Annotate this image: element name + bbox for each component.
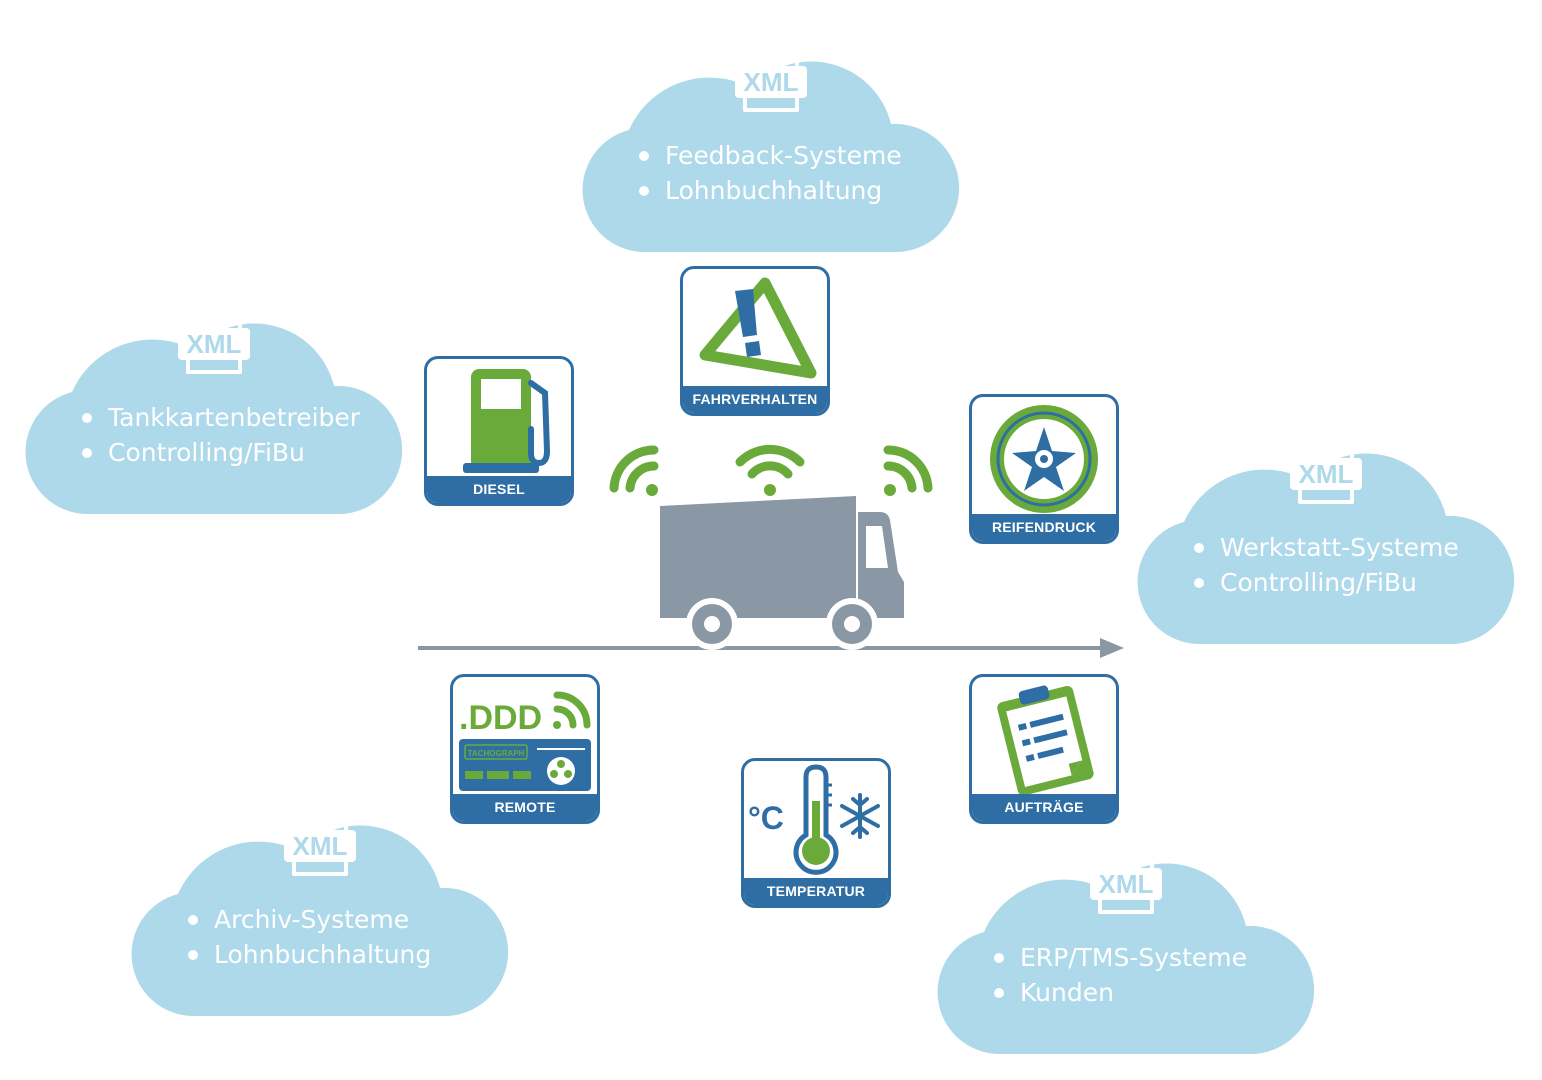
tile-label: TEMPERATUR (744, 878, 888, 905)
cloud-right: XML Werkstatt-Systeme Controlling/FiBu (1136, 418, 1516, 648)
warning-triangle-icon (699, 277, 817, 379)
wifi-signal-icon (609, 445, 659, 496)
xml-file-label: XML (744, 67, 799, 97)
fuel-pump-icon (463, 369, 551, 473)
tile-label: AUFTRÄGE (972, 794, 1116, 821)
xml-file-label: XML (187, 329, 242, 359)
cloud-left: XML Tankkartenbetreiber Controlling/FiBu (24, 288, 404, 518)
tile-temperatur: °C TEMPERATUR (741, 758, 891, 908)
cloud-shape (131, 825, 509, 1016)
cloud-shape (937, 863, 1315, 1054)
cloud-list-item: Lohnbuchhaltung (188, 937, 431, 972)
cloud-list-item: Controlling/FiBu (1194, 565, 1459, 600)
cloud-shape (25, 323, 403, 514)
cloud-top: XML Feedback-Systeme Lohnbuchhaltung (581, 26, 961, 256)
cloud-system-list: Archiv-Systeme Lohnbuchhaltung (188, 902, 431, 972)
cloud-list-item: Controlling/FiBu (82, 435, 360, 470)
tile-fahrverhalten: FAHRVERHALTEN (680, 266, 830, 416)
xml-file-icon: XML (284, 796, 356, 876)
cloud-list-item: ERP/TMS-Systeme (994, 940, 1247, 975)
xml-file-icon: XML (178, 294, 250, 374)
cloud-list-item: Feedback-Systeme (639, 138, 902, 173)
thermometer-icon: °C (748, 764, 880, 875)
wifi-signal-icon (553, 691, 591, 729)
xml-file-icon: XML (1290, 424, 1362, 504)
celsius-unit-text: °C (748, 800, 784, 836)
cloud-system-list: Tankkartenbetreiber Controlling/FiBu (82, 400, 360, 470)
tachograph-icon: .DDD TACHOGRAPH (459, 691, 591, 791)
cloud-bottom-left: XML Archiv-Systeme Lohnbuchhaltung (130, 790, 510, 1020)
tile-label: FAHRVERHALTEN (683, 386, 827, 413)
xml-file-icon: XML (1090, 834, 1162, 914)
cloud-system-list: Werkstatt-Systeme Controlling/FiBu (1194, 530, 1459, 600)
cloud-list-item: Werkstatt-Systeme (1194, 530, 1459, 565)
tachograph-device-text: TACHOGRAPH (468, 749, 525, 758)
ddd-extension-text: .DDD (459, 699, 542, 737)
xml-file-label: XML (1099, 869, 1154, 899)
tile-remote-download: .DDD TACHOGRAPH REMOTE DOWNLOAD (450, 674, 600, 824)
cloud-list-item: Lohnbuchhaltung (639, 173, 902, 208)
road-arrow (418, 638, 1124, 658)
snowflake-icon (840, 793, 880, 839)
cloud-bottom-right: XML ERP/TMS-Systeme Kunden (936, 828, 1316, 1058)
tile-auftraege: AUFTRÄGE (969, 674, 1119, 824)
wifi-signal-icon (883, 445, 933, 496)
xml-file-label: XML (1299, 459, 1354, 489)
wifi-signal-icon (735, 444, 805, 496)
tile-reifendruck: REIFENDRUCK (969, 394, 1119, 544)
tile-label: REMOTE DOWNLOAD (453, 794, 597, 821)
cloud-list-item: Archiv-Systeme (188, 902, 431, 937)
truck-icon (660, 496, 904, 650)
cloud-list-item: Tankkartenbetreiber (82, 400, 360, 435)
xml-file-icon: XML (735, 32, 807, 112)
xml-file-label: XML (293, 831, 348, 861)
cloud-system-list: ERP/TMS-Systeme Kunden (994, 940, 1247, 1010)
tire-icon (990, 405, 1098, 513)
cloud-system-list: Feedback-Systeme Lohnbuchhaltung (639, 138, 902, 208)
cloud-shape (1137, 453, 1515, 644)
clipboard-icon (997, 685, 1094, 795)
cloud-list-item: Kunden (994, 975, 1247, 1010)
tile-label: DIESEL (427, 476, 571, 503)
tile-label: REIFENDRUCK (972, 514, 1116, 541)
cloud-shape (582, 61, 960, 252)
tile-diesel: DIESEL (424, 356, 574, 506)
